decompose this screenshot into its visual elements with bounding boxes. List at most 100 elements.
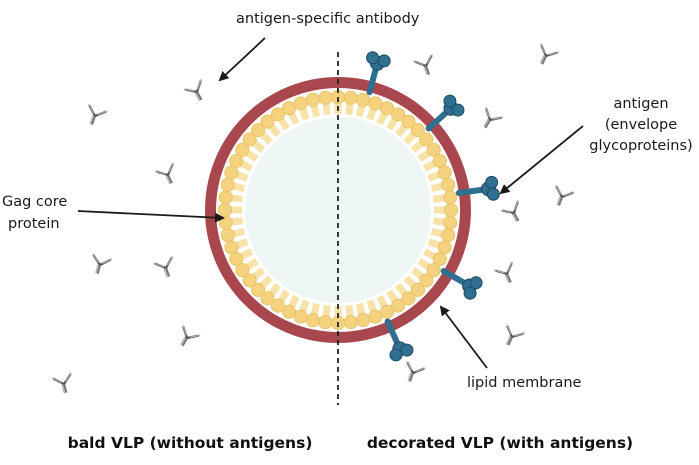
label-antigen-line3: glycoproteins) <box>589 138 692 154</box>
label-antigen-line1: antigen <box>613 96 668 112</box>
gag-bead <box>437 240 452 255</box>
antibody-icon <box>81 103 109 129</box>
caption-decorated-vlp: decorated VLP (with antigens) <box>367 434 633 452</box>
gag-stalk <box>239 248 254 261</box>
gag-bead <box>229 153 244 168</box>
antibody-icon <box>412 53 440 79</box>
gag-bead <box>293 96 308 111</box>
gag-stalk <box>395 123 409 138</box>
gag-bead <box>251 282 266 297</box>
gag-bead <box>368 309 383 324</box>
antibody-icon <box>475 106 505 134</box>
arrow-antibody <box>218 37 266 82</box>
gag-bead <box>356 313 371 328</box>
gag-bead <box>419 132 434 147</box>
gag-bead <box>391 298 406 313</box>
arrow-gag <box>77 210 225 223</box>
gag-bead <box>305 92 320 107</box>
antigen-glycoprotein <box>425 94 465 132</box>
gag-stalk <box>287 111 300 126</box>
gag-bead <box>293 309 308 324</box>
antibody-icon <box>548 184 576 210</box>
gag-bead <box>235 263 250 278</box>
antibody-icon <box>86 252 114 278</box>
gag-bead <box>318 315 333 330</box>
caption-bald-vlp: bald VLP (without antigens) <box>68 434 313 452</box>
gag-bead <box>260 291 275 306</box>
gag-bead <box>410 123 425 138</box>
annotation-arrows <box>77 37 584 369</box>
gag-stalk <box>422 248 437 261</box>
gag-bead <box>242 132 257 147</box>
antibody-icon <box>152 255 180 281</box>
gag-bead <box>217 202 232 217</box>
gag-bead <box>443 215 458 230</box>
gag-bead <box>432 153 447 168</box>
antibody-icon <box>172 324 202 352</box>
gag-bead <box>242 273 257 288</box>
gag-stalk <box>433 217 446 226</box>
gag-stalk <box>259 275 273 289</box>
antibody-icon <box>50 371 78 397</box>
gag-stalk <box>403 131 417 145</box>
gag-stalk <box>417 149 432 162</box>
gag-bead <box>356 92 371 107</box>
antigen-glycoprotein <box>455 175 500 201</box>
gag-bead <box>391 107 406 122</box>
gag-stalk <box>234 238 249 249</box>
arrow-antigen <box>499 125 584 195</box>
gag-stalk <box>267 123 281 138</box>
gag-bead <box>270 298 285 313</box>
gag-stalk <box>234 171 249 182</box>
gag-bead <box>343 90 358 105</box>
gag-bead <box>318 90 333 105</box>
gag-stalk <box>244 258 259 271</box>
gag-bead <box>410 282 425 297</box>
gag-stalk <box>322 305 331 318</box>
label-lipid-membrane: lipid membrane <box>467 375 582 391</box>
gag-bead <box>235 142 250 157</box>
gag-stalk <box>287 294 300 309</box>
gag-stalk <box>376 294 389 309</box>
gag-bead <box>281 101 296 116</box>
gag-bead <box>443 190 458 205</box>
gag-bead <box>419 273 434 288</box>
gag-bead <box>368 96 383 111</box>
gag-bead <box>270 107 285 122</box>
gag-stalk <box>403 275 417 289</box>
gag-bead <box>426 263 441 278</box>
gag-bead <box>343 315 358 330</box>
arrow-lipid <box>439 305 488 369</box>
gag-stalk <box>322 102 331 115</box>
gag-bead <box>224 240 239 255</box>
gag-bead <box>224 165 239 180</box>
gag-bead <box>432 252 447 267</box>
label-gag-line2: protein <box>8 216 60 232</box>
label-antigen-line2: (envelope <box>605 117 677 133</box>
gag-bead <box>401 291 416 306</box>
gag-bead <box>260 114 275 129</box>
gag-bead <box>281 304 296 319</box>
gag-stalk <box>259 131 273 145</box>
antibody-icon <box>499 199 529 227</box>
antibody-icon <box>493 260 521 288</box>
gag-stalk <box>376 111 389 126</box>
antibody-icon <box>399 360 427 386</box>
gag-bead <box>401 114 416 129</box>
gag-bead <box>218 190 233 205</box>
antibody-icon <box>182 78 212 106</box>
gag-bead <box>305 313 320 328</box>
gag-bead <box>437 165 452 180</box>
gag-bead <box>441 177 456 192</box>
gag-stalk <box>433 194 446 203</box>
gag-bead <box>426 142 441 157</box>
gag-bead <box>443 202 458 217</box>
gag-bead <box>229 252 244 267</box>
antibody-icon <box>498 323 526 351</box>
antibody-icon <box>532 42 560 70</box>
gag-stalk <box>345 102 354 115</box>
gag-stalk <box>345 305 354 318</box>
gag-stalk <box>422 159 437 172</box>
antigen-glycoprotein <box>440 268 483 300</box>
